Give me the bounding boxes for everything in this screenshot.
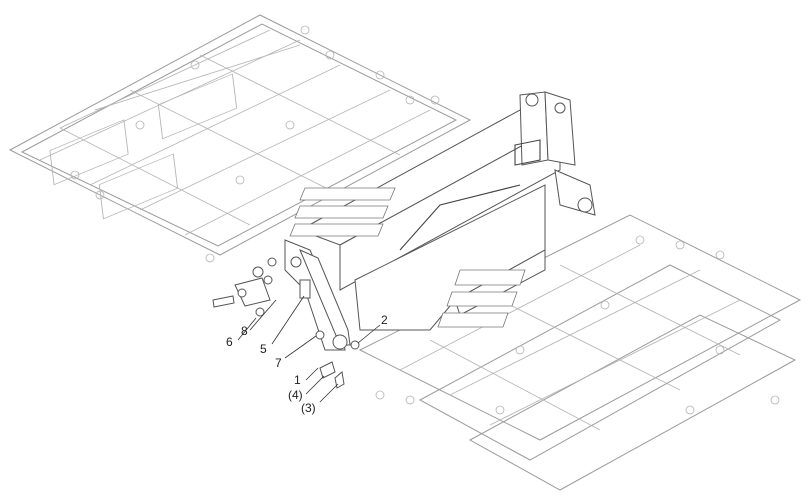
callout-1: 1 [294,373,301,387]
callout-6: 6 [226,335,233,349]
main-arm-assembly [289,91,596,331]
callout-labels: 1 2 (3) (4) 5 6 7 8 [226,295,388,415]
left-harrow-frame [8,14,472,263]
pivot-bracket [212,239,360,389]
callout-3: (3) [301,401,316,415]
callout-5: 5 [260,342,267,356]
callout-4: (4) [288,388,303,402]
callout-2: 2 [381,313,388,327]
callout-8: 8 [241,324,248,338]
callout-7: 7 [275,356,282,370]
